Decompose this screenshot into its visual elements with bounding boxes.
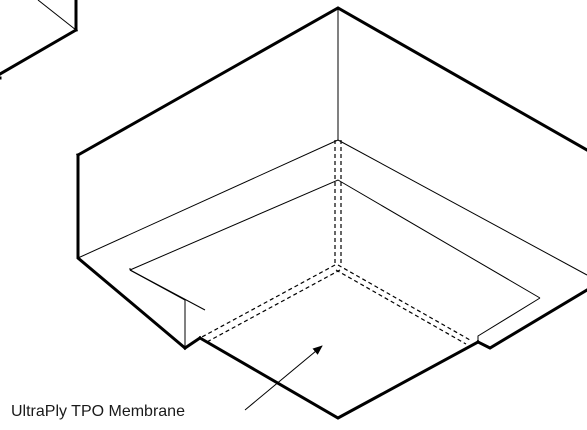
membrane-callout: UltraPly TPO Membrane <box>11 345 323 420</box>
membrane-sheet <box>129 268 541 420</box>
curb-inner-edges <box>77 8 587 299</box>
adjacent-box-fragment <box>0 0 79 80</box>
curb-outer-walls <box>75 6 587 351</box>
membrane-label: UltraPly TPO Membrane <box>11 403 185 420</box>
callout-leader-line <box>244 345 323 411</box>
hidden-corner-lines <box>199 140 471 345</box>
